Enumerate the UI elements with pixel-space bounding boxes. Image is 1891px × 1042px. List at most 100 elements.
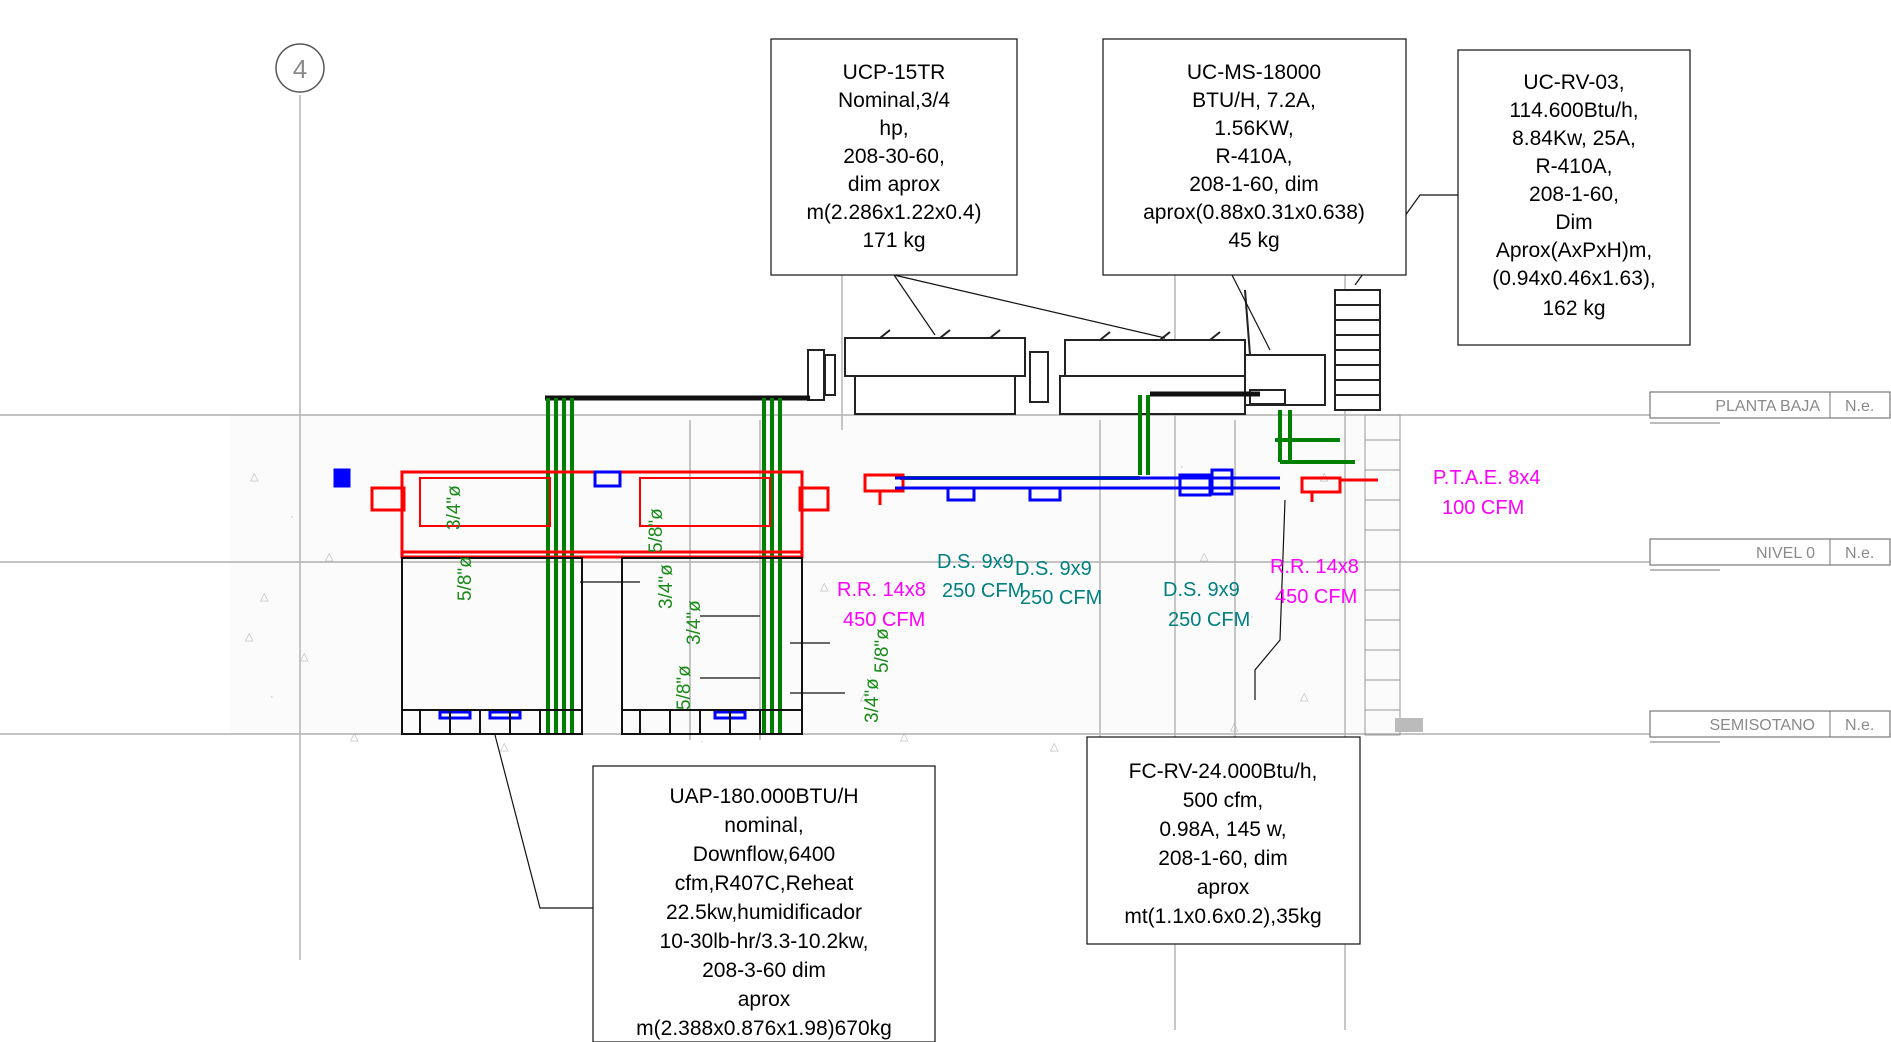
svg-text:R.R. 14x8: R.R. 14x8 [837,579,926,601]
svg-text:8.84Kw, 25A,: 8.84Kw, 25A, [1512,127,1636,150]
note-ucms: UC-MS-18000 BTU/H, 7.2A, 1.56KW, R-410A,… [1102,38,1407,276]
svg-text:P.T.A.E. 8x4: P.T.A.E. 8x4 [1433,467,1540,489]
svg-text:△: △ [860,691,869,703]
svg-text:450 CFM: 450 CFM [843,609,925,631]
svg-text:3/4"ø: 3/4"ø [444,485,465,530]
svg-text:UCP-15TR: UCP-15TR [843,61,946,84]
svg-text:△: △ [350,731,359,743]
svg-text:208-1-60, dim: 208-1-60, dim [1158,847,1288,870]
svg-text:FC-RV-24.000Btu/h,: FC-RV-24.000Btu/h, [1129,760,1318,783]
pipe-labels: 3/4"ø 5/8"ø 5/8"ø 3/4"ø 3/4"ø 5/8"ø 3/4"… [444,485,893,723]
ucrv-condensing-unit [1244,289,1326,406]
svg-text:Aprox(AxPxH)m,: Aprox(AxPxH)m, [1496,239,1652,262]
svg-text:5/8"ø: 5/8"ø [674,665,695,710]
svg-text:N.e.: N.e. [1845,545,1874,562]
supply-duct [333,468,1280,720]
svg-text:162 kg: 162 kg [1542,297,1605,320]
svg-text:dim aprox: dim aprox [848,173,941,196]
svg-text:250 CFM: 250 CFM [1020,587,1102,609]
svg-text:aprox(0.88x0.31x0.638): aprox(0.88x0.31x0.638) [1143,201,1365,224]
svg-text:1.56KW,: 1.56KW, [1214,117,1293,140]
svg-text:N.e.: N.e. [1845,717,1874,734]
level-tag-semisotano: SEMISOTANO N.e. [1649,710,1891,743]
note-ucp: UCP-15TR Nominal,3/4 hp, 208-30-60, dim … [770,38,1018,276]
svg-text:△: △ [325,551,334,563]
svg-text:5/8"ø: 5/8"ø [872,628,893,673]
svg-text:100 CFM: 100 CFM [1442,497,1524,519]
svg-text:3/4"ø: 3/4"ø [862,678,883,723]
grid-marker-4: 4 [275,43,325,93]
return-duct-fill [419,477,771,527]
concrete-slab: △·△ △·△ △·△ △·△ △·△ △·△ △△△ [230,415,1400,753]
svg-text:D.S. 9x9: D.S. 9x9 [1015,558,1092,580]
svg-text:5/8"ø: 5/8"ø [455,556,476,601]
ucms-condensing-unit [1029,331,1246,415]
svg-text:45 kg: 45 kg [1228,229,1279,252]
svg-text:5/8"ø: 5/8"ø [646,508,667,553]
svg-text:(0.94x0.46x1.63),: (0.94x0.46x1.63), [1492,267,1655,290]
svg-text:·: · [290,511,294,523]
note-ucrv: UC-RV-03, 114.600Btu/h, 8.84Kw, 25A, R-4… [1457,49,1691,346]
svg-text:△: △ [1300,691,1309,703]
stair-element [1334,289,1381,411]
svg-text:3/4"ø: 3/4"ø [684,600,705,645]
svg-text:aprox: aprox [738,988,791,1011]
svg-text:UC-RV-03,: UC-RV-03, [1523,71,1624,94]
svg-text:mt(1.1x0.6x0.2),35kg: mt(1.1x0.6x0.2),35kg [1124,905,1321,928]
svg-text:△: △ [1200,551,1209,563]
svg-text:aprox: aprox [1197,876,1250,899]
svg-text:△: △ [300,651,309,663]
svg-text:Dim: Dim [1555,211,1592,234]
svg-text:4: 4 [293,54,307,84]
level-tag-planta-baja: PLANTA BAJA N.e. [1649,391,1891,424]
svg-text:500 cfm,: 500 cfm, [1183,789,1264,812]
svg-text:250 CFM: 250 CFM [1168,609,1250,631]
svg-text:△: △ [500,741,509,753]
leader-lines [494,194,1458,909]
svg-text:250 CFM: 250 CFM [942,580,1024,602]
svg-text:R-410A,: R-410A, [1535,155,1612,178]
svg-text:△: △ [260,591,269,603]
svg-text:R-410A,: R-410A, [1215,145,1292,168]
right-wall [1364,414,1423,736]
note-uap: UAP-180.000BTU/H nominal, Downflow,6400 … [592,765,936,1042]
svg-text:208-1-60, dim: 208-1-60, dim [1189,173,1319,196]
svg-text:m(2.286x1.22x0.4): m(2.286x1.22x0.4) [806,201,981,224]
svg-text:114.600Btu/h,: 114.600Btu/h, [1509,99,1638,122]
svg-text:D.S. 9x9: D.S. 9x9 [1163,579,1240,601]
ucp-condensing-unit [807,329,1026,415]
svg-text:22.5kw,humidificador: 22.5kw,humidificador [666,901,862,924]
annotation-rr1: R.R. 14x8 450 CFM [837,579,926,631]
svg-text:PLANTA BAJA: PLANTA BAJA [1715,398,1820,415]
svg-text:3/4"ø: 3/4"ø [656,564,677,609]
svg-text:·: · [1250,611,1254,623]
svg-text:hp,: hp, [879,117,908,140]
annotation-ptae: P.T.A.E. 8x4 100 CFM [1433,467,1540,519]
annotation-ds1: D.S. 9x9 250 CFM [937,551,1024,602]
svg-text:Downflow,6400: Downflow,6400 [693,843,835,866]
svg-text:D.S. 9x9: D.S. 9x9 [937,551,1014,573]
svg-text:·: · [700,736,704,748]
svg-text:208-3-60 dim: 208-3-60 dim [702,959,826,982]
svg-text:450 CFM: 450 CFM [1275,586,1357,608]
svg-text:UAP-180.000BTU/H: UAP-180.000BTU/H [669,785,858,808]
svg-text:171 kg: 171 kg [862,229,925,252]
svg-text:N.e.: N.e. [1845,398,1874,415]
svg-text:cfm,R407C,Reheat: cfm,R407C,Reheat [675,872,854,895]
svg-text:m(2.388x0.876x1.98)670kg: m(2.388x0.876x1.98)670kg [636,1017,892,1040]
svg-text:△: △ [250,471,259,483]
svg-text:SEMISOTANO: SEMISOTANO [1710,717,1816,734]
svg-text:△: △ [900,731,909,743]
svg-text:0.98A, 145 w,: 0.98A, 145 w, [1159,818,1286,841]
svg-text:10-30lb-hr/3.3-10.2kw,: 10-30lb-hr/3.3-10.2kw, [660,930,869,953]
uap-cabinets [401,557,803,735]
svg-text:·: · [1180,461,1184,473]
svg-text:UC-MS-18000: UC-MS-18000 [1187,61,1321,84]
svg-text:·: · [270,691,274,703]
svg-text:NIVEL 0: NIVEL 0 [1756,545,1815,562]
svg-text:BTU/H, 7.2A,: BTU/H, 7.2A, [1192,89,1316,112]
note-fcrv: FC-RV-24.000Btu/h, 500 cfm, 0.98A, 145 w… [1086,736,1361,945]
svg-text:Nominal,3/4: Nominal,3/4 [838,89,950,112]
svg-text:208-1-60,: 208-1-60, [1529,183,1619,206]
